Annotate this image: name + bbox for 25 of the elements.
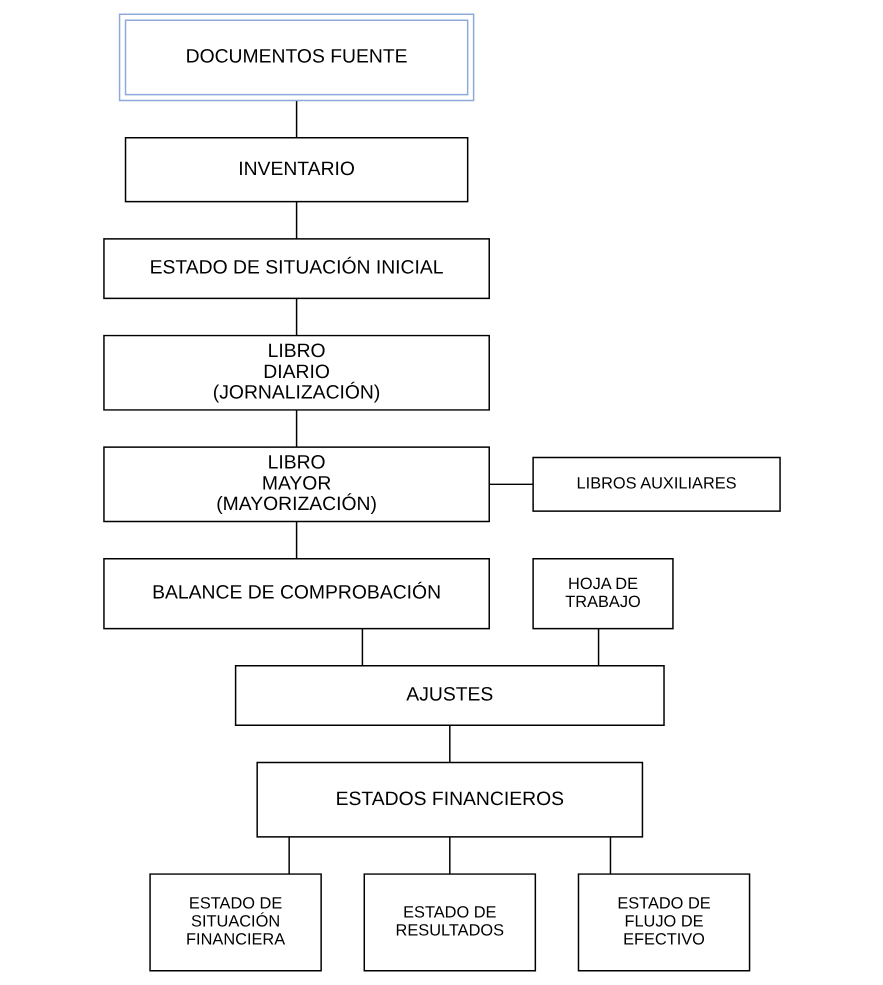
node-box: ESTADOS FINANCIEROS xyxy=(256,762,643,838)
node-box: LIBROS AUXILIARES xyxy=(532,456,780,512)
node-box: ESTADO DE RESULTADOS xyxy=(363,873,536,972)
node-box: ESTADO DE SITUACIÓN FINANCIERA xyxy=(148,873,322,972)
connector xyxy=(295,410,297,447)
connector xyxy=(488,484,533,486)
node-box: BALANCE DE COMPROBACIÓN xyxy=(102,558,490,630)
connector xyxy=(295,202,297,238)
connector xyxy=(295,298,297,336)
node-box: AJUSTES xyxy=(234,665,664,726)
connector xyxy=(288,837,290,874)
connector xyxy=(295,101,297,138)
node-box: ESTADO DE SITUACIÓN INICIAL xyxy=(102,238,490,300)
node-box: INVENTARIO xyxy=(124,136,468,202)
connector xyxy=(597,628,599,666)
connector xyxy=(295,522,297,559)
node-box: DOCUMENTOS FUENTE xyxy=(118,14,474,102)
connector xyxy=(609,837,611,874)
connector xyxy=(448,726,450,762)
node-box: ESTADO DE FLUJO DE EFECTIVO xyxy=(577,873,750,972)
node-box: LIBRO MAYOR (MAYORIZACIÓN) xyxy=(102,446,490,522)
node-box: HOJA DE TRABAJO xyxy=(532,558,674,630)
connector xyxy=(448,837,450,874)
node-box: LIBRO DIARIO (JORNALIZACIÓN) xyxy=(102,334,490,411)
connector xyxy=(361,628,363,666)
